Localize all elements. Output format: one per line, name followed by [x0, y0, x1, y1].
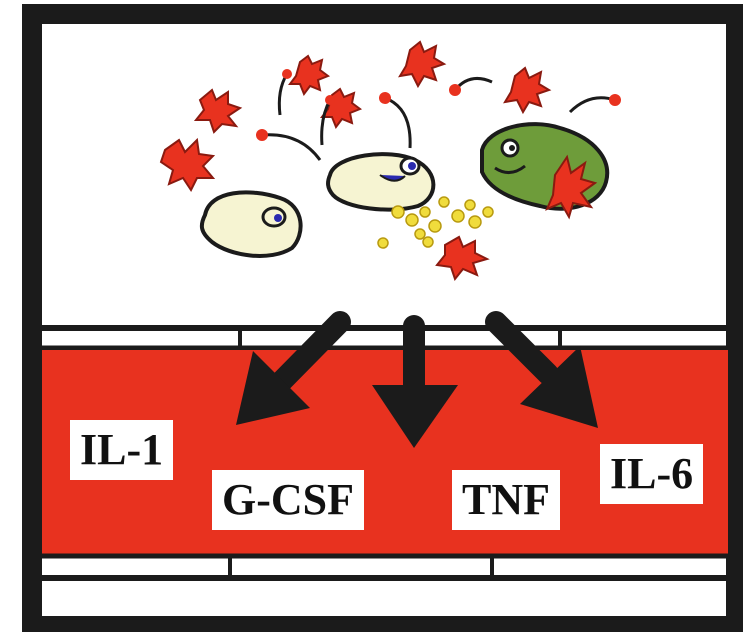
macrophage-left	[202, 192, 301, 256]
upper-wall	[42, 328, 728, 348]
label-g-csf: G-CSF	[212, 470, 364, 530]
lower-wall	[42, 556, 728, 578]
label-il-1: IL-1	[70, 420, 173, 480]
macrophage-center	[328, 154, 433, 210]
pathogen	[482, 124, 607, 217]
label-tnf: TNF	[452, 470, 560, 530]
label-il-6: IL-6	[600, 444, 703, 504]
